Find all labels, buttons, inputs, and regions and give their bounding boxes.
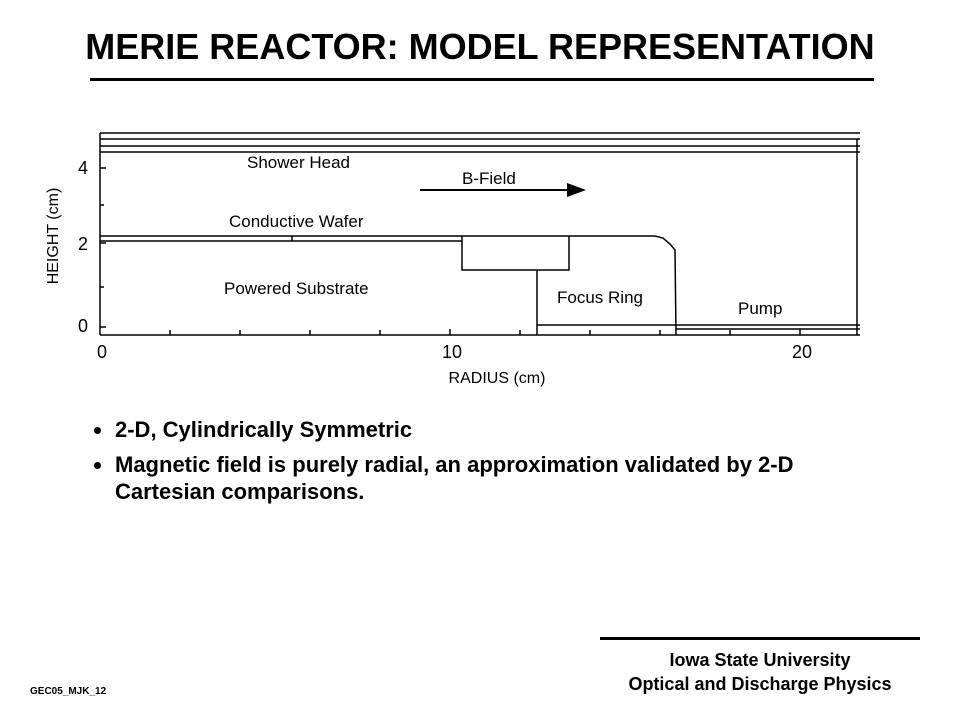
x-tick-label: 10	[442, 342, 462, 362]
bullet-dot	[94, 427, 101, 434]
powered-substrate-label: Powered Substrate	[224, 279, 369, 298]
y-axis-label: HEIGHT (cm)	[45, 188, 62, 285]
y-tick-label: 0	[78, 316, 88, 336]
footer-university: Iowa State University	[669, 650, 851, 670]
conductive-wafer-label: Conductive Wafer	[229, 212, 364, 231]
bullet-list: 2-D, Cylindrically Symmetric Magnetic fi…	[92, 416, 892, 513]
x-tick-label: 0	[97, 342, 107, 362]
pump-label: Pump	[738, 299, 782, 318]
bullet-text: 2-D, Cylindrically Symmetric	[115, 417, 413, 442]
y-tick-label: 4	[78, 158, 88, 178]
slide-title: MERIE REACTOR: MODEL REPRESENTATION	[85, 26, 875, 67]
b-field-label: B-Field	[462, 169, 516, 188]
insert-block	[461, 236, 570, 271]
slide-id: GEC05_MJK_12	[30, 686, 107, 697]
bullet-dot	[94, 462, 101, 469]
x-tick-label: 20	[792, 342, 812, 362]
focus-ring-label: Focus Ring	[557, 288, 643, 307]
y-tick-label: 2	[78, 234, 88, 254]
title-underline	[90, 78, 874, 81]
x-axis-label: RADIUS (cm)	[449, 370, 546, 387]
b-field-arrow-head	[567, 183, 586, 197]
footer-affiliation: Iowa State University Optical and Discha…	[600, 648, 920, 696]
footer-rule	[600, 637, 920, 640]
bullet-text: Magnetic field is purely radial, an appr…	[115, 452, 794, 504]
footer-group: Optical and Discharge Physics	[628, 674, 892, 694]
focus-ring-outline	[654, 235, 677, 336]
bullet-item: Magnetic field is purely radial, an appr…	[92, 451, 892, 505]
shower-head-label: Shower Head	[247, 153, 350, 172]
bullet-item: 2-D, Cylindrically Symmetric	[92, 416, 892, 443]
